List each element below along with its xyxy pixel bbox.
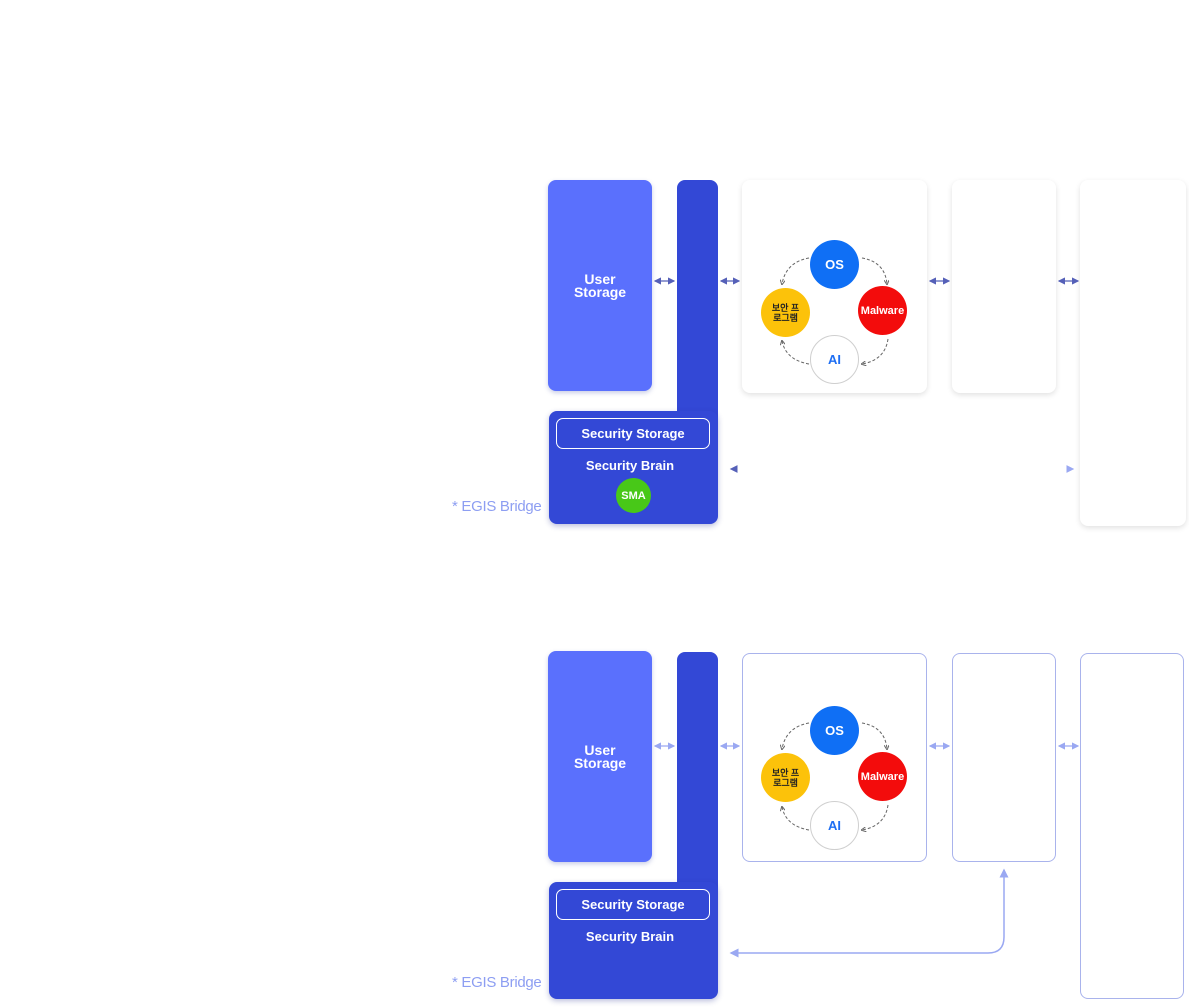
user-storage-label: User Storage [573,270,627,300]
egis-bridge-bar [677,652,718,912]
os-node: OS [810,240,859,289]
malware-label: Malware [860,770,905,783]
d1-cycle-arrows [782,257,888,364]
os-node: OS [810,706,859,755]
egis-bridge-label: * EGIS Bridge [452,498,542,515]
security-storage-label: Security Storage [581,897,685,912]
security-brain-label: Security Brain [585,929,675,944]
d2-cycle-arrows [782,722,888,830]
security-storage-box: Security Storage [556,889,710,920]
security-storage-box: Security Storage [556,418,710,449]
os-label: OS [825,257,844,272]
ai-node: AI [810,335,859,384]
security-program-label: 보안 프로그램 [771,302,800,323]
right-panel [1080,180,1186,526]
diagram-1: User Storage Security Storage Security B… [452,180,1186,526]
user-storage-block: User Storage [548,651,652,862]
d2-elbow-arrow [729,868,1009,958]
sma-badge: SMA [616,478,651,513]
security-storage-label: Security Storage [581,426,685,441]
ai-label: AI [828,818,841,833]
middle-panel [952,653,1056,862]
os-label: OS [825,723,844,738]
security-brain-label: Security Brain [585,458,675,473]
security-program-label: 보안 프로그램 [771,767,800,788]
security-program-node: 보안 프로그램 [761,288,810,337]
ai-label: AI [828,352,841,367]
ai-node: AI [810,801,859,850]
user-storage-block: User Storage [548,180,652,391]
sma-label: SMA [621,489,646,502]
diagram-2: User Storage Security Storage Security B… [0,560,1189,1008]
malware-node: Malware [858,752,907,801]
right-panel [1080,653,1184,999]
security-brain-block [549,882,718,999]
egis-bridge-label: * EGIS Bridge [452,974,542,991]
malware-node: Malware [858,286,907,335]
egis-bridge-bar [677,180,718,440]
user-storage-label: User Storage [573,741,627,771]
security-program-node: 보안 프로그램 [761,753,810,802]
malware-label: Malware [860,304,905,317]
middle-panel [952,180,1056,393]
